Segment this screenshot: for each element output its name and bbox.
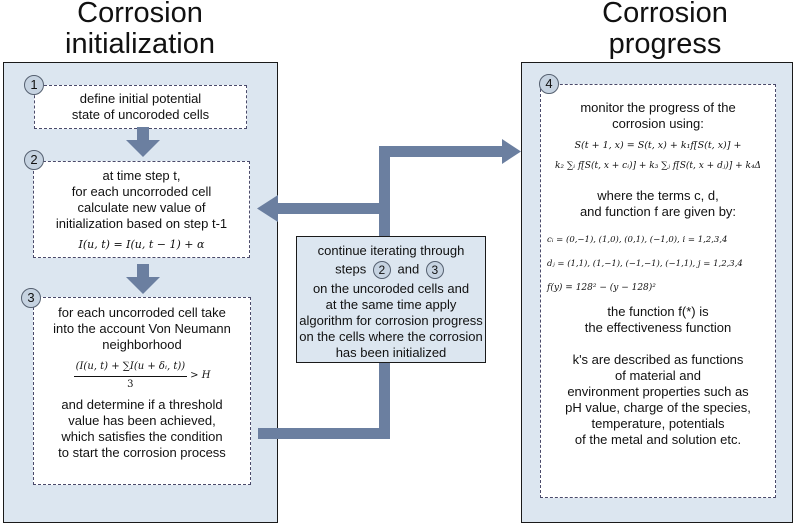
- step-3-text: neighborhood: [102, 337, 182, 352]
- step-4-text: monitor the progress of the: [580, 100, 736, 115]
- step-4-text: pH value, charge of the species,: [565, 400, 751, 415]
- iteration-text: at the same time apply: [325, 297, 457, 312]
- iteration-text: and: [397, 261, 420, 277]
- iteration-text: has been initialized: [335, 345, 447, 360]
- step-4-equation-line2: k₂ ∑ᵢ f[S(t, x + cᵢ)] + k₃ ∑ⱼ f[S(t, x +…: [554, 161, 762, 171]
- step-4-text: and function f are given by:: [579, 204, 737, 219]
- step-1-circle: 1: [24, 75, 44, 95]
- step-4-text: k's are described as functions: [572, 352, 744, 367]
- step-3-circle: 3: [21, 288, 41, 308]
- step-3-text: into the account Von Neumann: [53, 321, 231, 336]
- iteration-steps-line: steps 2 and 3: [297, 261, 485, 279]
- arrow-step2-to-step3: [126, 264, 160, 294]
- step-4-f-definition: f(y) = 128² − (y − 128)²: [547, 283, 656, 293]
- step-2-circle: 2: [24, 150, 44, 170]
- step-3-text: for each uncorroded cell take: [58, 305, 226, 320]
- step-3-denominator: 3: [127, 379, 134, 390]
- step-4-text: environment properties such as: [567, 384, 749, 399]
- step-4-c-definition: cᵢ = (0,−1), (1,0), (0,1), (−1,0), i = 1…: [547, 235, 728, 245]
- left-title-line1: Corrosion: [77, 0, 203, 29]
- step-3-text: value has been achieved,: [68, 413, 216, 428]
- iteration-box: continue iterating through steps 2 and 3…: [296, 236, 486, 363]
- step-2-text: initialization based on step t-1: [55, 216, 228, 231]
- step-3-threshold: > H: [190, 370, 211, 381]
- arrow-back-to-step2: [257, 195, 379, 222]
- step-4-d-definition: dⱼ = (1,1), (1,−1), (−1,−1), (−1,1), j =…: [547, 259, 743, 269]
- left-title-line2: initialization: [65, 28, 215, 60]
- step-2-text: calculate new value of: [77, 200, 206, 215]
- step-4-text: temperature, potentials: [591, 416, 725, 431]
- left-title: Corrosion initialization: [25, 0, 255, 60]
- step-3-text: to start the corrosion process: [58, 445, 226, 460]
- step-1-box: define initial potential state of uncoro…: [34, 85, 247, 129]
- arrow-step1-to-step2: [126, 127, 160, 157]
- step-3-text: which satisfies the condition: [61, 429, 223, 444]
- step-4-circle: 4: [539, 74, 559, 94]
- step-2-text: at time step t,: [102, 168, 181, 183]
- step-2-text: for each uncorroded cell: [71, 184, 212, 199]
- step-1-text: define initial potential: [79, 91, 202, 106]
- step-2-box: at time step t, for each uncorroded cell…: [33, 161, 250, 258]
- inline-step-3-circle: 3: [425, 261, 444, 279]
- step-3-fraction: (I(u, t) + ∑I(u + δᵢ, t)) 3: [73, 359, 188, 393]
- iteration-text: steps: [335, 261, 367, 277]
- step-4-text: the function f(*) is: [607, 304, 709, 319]
- right-title-line2: progress: [608, 28, 722, 60]
- step-4-text: of material and: [615, 368, 701, 383]
- iteration-text: on the uncoroded cells and: [312, 281, 470, 296]
- iteration-text: algorithm for corrosion progress: [299, 313, 483, 328]
- step-1-text: state of uncoroded cells: [71, 107, 210, 122]
- step-3-numerator: (I(u, t) + ∑I(u + δᵢ, t)): [73, 359, 188, 377]
- inline-step-2-circle: 2: [372, 261, 391, 279]
- step-4-equation-line1: S(t + 1, x) = S(t, x) + k₁f[S(t, x)] +: [574, 140, 742, 151]
- step-4-box: monitor the progress of the corrosion us…: [540, 84, 776, 498]
- iteration-text: on the cells where the corrosion: [299, 329, 483, 344]
- step-4-text: corrosion using:: [612, 116, 704, 131]
- step-4-text: the effectiveness function: [584, 320, 732, 335]
- iteration-text: continue iterating through: [317, 243, 465, 258]
- right-title-line1: Corrosion: [602, 0, 728, 29]
- step-4-text: where the terms c, d,: [597, 188, 719, 203]
- step-4-text: of the metal and solution etc.: [574, 432, 742, 447]
- step-3-text: and determine if a threshold: [61, 397, 223, 412]
- step-3-box: for each uncorroded cell take into the a…: [33, 297, 251, 485]
- step-3-formula: (I(u, t) + ∑I(u + δᵢ, t)) 3 > H: [34, 359, 250, 393]
- right-title: Corrosion progress: [560, 0, 770, 60]
- step-2-formula: I(u, t) = I(u, t − 1) + α: [78, 238, 205, 251]
